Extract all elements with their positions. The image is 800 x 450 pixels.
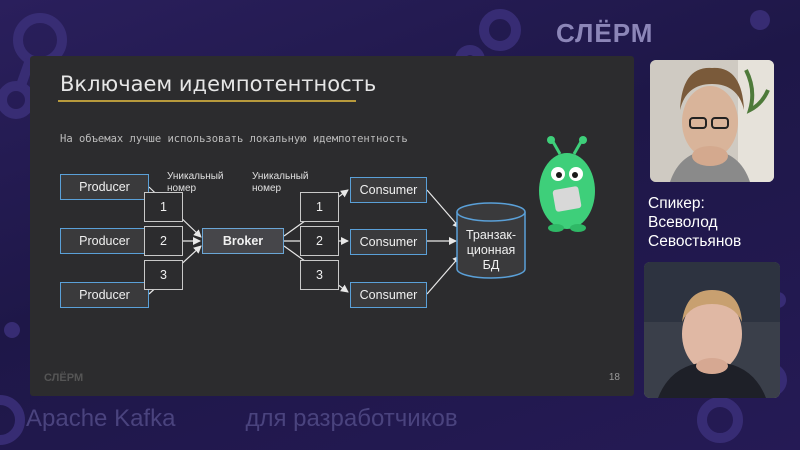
speaker-webcam-top xyxy=(650,60,774,182)
number-box-right-2: 2 xyxy=(300,226,339,256)
number-box-right-1: 1 xyxy=(300,192,339,222)
slide-title: Включаем идемпотентность xyxy=(60,72,377,96)
course-title-left: Apache Kafka xyxy=(26,405,176,432)
number-box-left-2: 2 xyxy=(144,226,183,256)
slide-page-number: 18 xyxy=(608,372,620,383)
producer-box-3: Producer xyxy=(60,282,149,308)
arrow-consumer3-db xyxy=(426,255,461,295)
number-box-right-3: 3 xyxy=(300,260,339,290)
title-underline xyxy=(58,100,356,102)
slide-subtitle: На объемах лучше использовать локальную … xyxy=(60,133,408,145)
database-cylinder xyxy=(456,202,526,279)
consumer-box-1: Consumer xyxy=(350,177,427,203)
slide-logo: СЛЁРМ xyxy=(44,372,84,384)
speaker-label: Спикер: xyxy=(648,195,705,212)
brand-logo: СЛЁРМ xyxy=(556,18,654,48)
speaker-first-name: Всеволод xyxy=(648,214,718,231)
course-title-right: для разработчиков xyxy=(245,405,458,432)
presentation-slide: Включаем идемпотентность На объемах лучш… xyxy=(30,56,634,396)
producer-box-1: Producer xyxy=(60,174,149,200)
speaker-last-name: Севостьянов xyxy=(648,233,742,250)
speaker-webcam-bottom xyxy=(644,262,780,398)
speaker-info: Спикер: Всеволод Севостьянов xyxy=(648,194,741,251)
unique-number-caption-right: Уникальный номер xyxy=(252,171,309,194)
broker-box: Broker xyxy=(202,228,284,254)
producer-box-2: Producer xyxy=(60,228,149,254)
consumer-box-2: Consumer xyxy=(350,229,427,255)
arrow-consumer1-db xyxy=(426,189,461,229)
unique-number-caption-left: Уникальный номер xyxy=(167,171,224,194)
mascot-icon xyxy=(539,136,595,232)
course-title: Apache Kafka для разработчиков xyxy=(26,405,528,433)
consumer-box-3: Consumer xyxy=(350,282,427,308)
number-box-left-1: 1 xyxy=(144,192,183,222)
database-label: Транзак- ционная БД xyxy=(465,228,517,272)
number-box-left-3: 3 xyxy=(144,260,183,290)
